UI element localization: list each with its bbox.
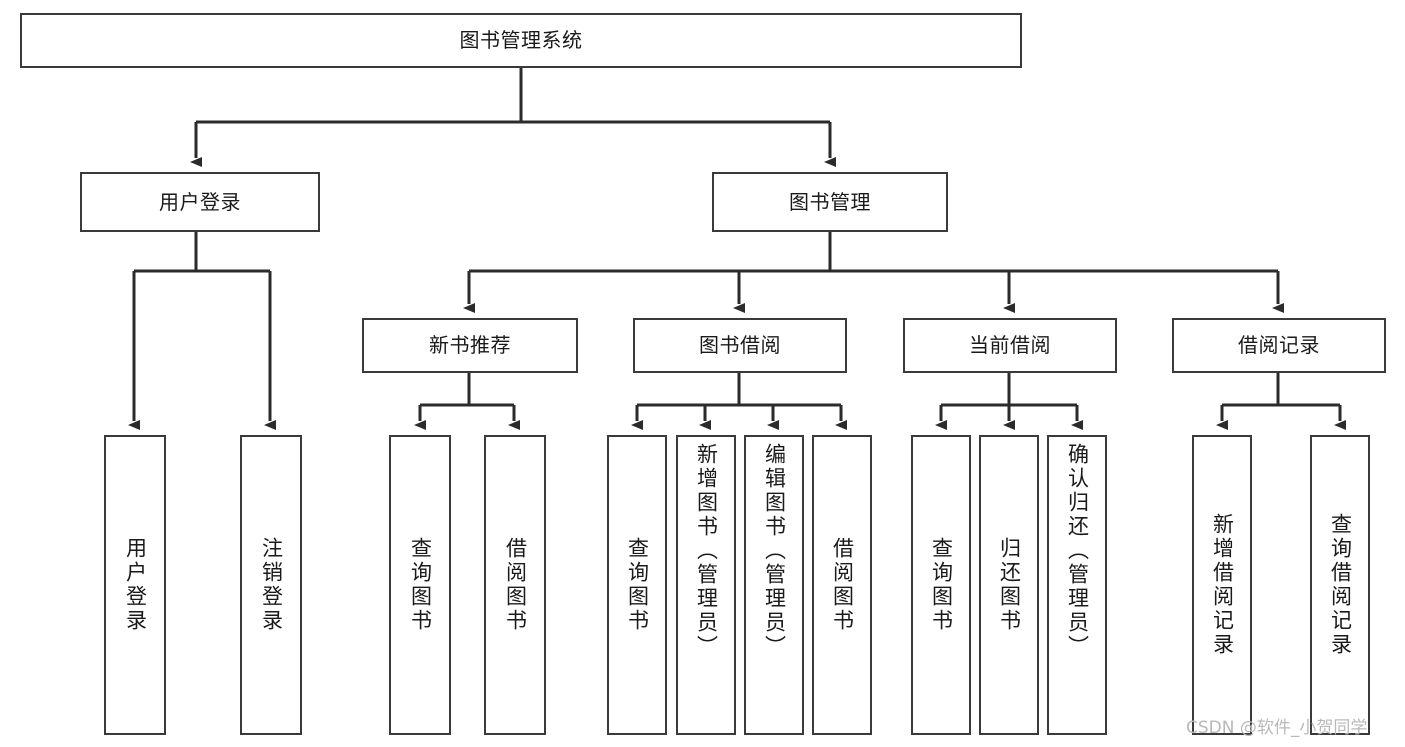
node-leaf-query-book-2[interactable]: 查询图书 bbox=[607, 435, 667, 735]
node-leaf-add-record-label: 新增借阅记录 bbox=[1210, 513, 1235, 657]
node-leaf-borrow-book-1[interactable]: 借阅图书 bbox=[484, 435, 546, 735]
node-book-manage-label: 图书管理 bbox=[789, 189, 871, 214]
node-borrow-record-label: 借阅记录 bbox=[1238, 333, 1320, 357]
node-root[interactable]: 图书管理系统 bbox=[20, 13, 1022, 68]
node-root-label: 图书管理系统 bbox=[459, 28, 583, 52]
node-user-login[interactable]: 用户登录 bbox=[80, 172, 320, 232]
node-book-manage[interactable]: 图书管理 bbox=[712, 172, 948, 232]
node-leaf-borrow-book-2[interactable]: 借阅图书 bbox=[812, 435, 872, 735]
node-book-borrow[interactable]: 图书借阅 bbox=[633, 318, 847, 373]
node-leaf-edit-book[interactable]: 编辑图书（管理员） bbox=[744, 435, 804, 735]
node-leaf-user-login-label: 用户登录 bbox=[123, 537, 148, 633]
node-leaf-add-book-label: 新增图书（管理员） bbox=[694, 443, 719, 659]
node-leaf-query-book-1[interactable]: 查询图书 bbox=[389, 435, 451, 735]
node-leaf-confirm-return[interactable]: 确认归还（管理员） bbox=[1047, 435, 1107, 735]
node-leaf-query-book-3-label: 查询图书 bbox=[929, 537, 954, 633]
node-leaf-query-record[interactable]: 查询借阅记录 bbox=[1310, 435, 1370, 735]
node-leaf-user-login[interactable]: 用户登录 bbox=[104, 435, 166, 735]
node-leaf-add-record[interactable]: 新增借阅记录 bbox=[1192, 435, 1252, 735]
node-leaf-query-book-1-label: 查询图书 bbox=[408, 537, 433, 633]
node-leaf-confirm-return-label: 确认归还（管理员） bbox=[1065, 443, 1090, 659]
node-current-borrow[interactable]: 当前借阅 bbox=[903, 318, 1117, 373]
node-leaf-query-book-2-label: 查询图书 bbox=[625, 537, 650, 633]
node-leaf-add-book[interactable]: 新增图书（管理员） bbox=[676, 435, 736, 735]
node-leaf-return-book-label: 归还图书 bbox=[997, 537, 1022, 633]
node-leaf-query-book-3[interactable]: 查询图书 bbox=[911, 435, 971, 735]
node-borrow-record[interactable]: 借阅记录 bbox=[1172, 318, 1386, 373]
node-new-book-recommend[interactable]: 新书推荐 bbox=[362, 318, 578, 373]
node-leaf-edit-book-label: 编辑图书（管理员） bbox=[762, 443, 787, 659]
node-user-login-label: 用户登录 bbox=[159, 189, 241, 214]
node-leaf-borrow-book-2-label: 借阅图书 bbox=[830, 537, 855, 633]
node-leaf-query-record-label: 查询借阅记录 bbox=[1328, 513, 1353, 657]
node-current-borrow-label: 当前借阅 bbox=[969, 333, 1051, 357]
node-leaf-return-book[interactable]: 归还图书 bbox=[979, 435, 1039, 735]
node-new-book-recommend-label: 新书推荐 bbox=[429, 333, 511, 357]
node-leaf-borrow-book-1-label: 借阅图书 bbox=[503, 537, 528, 633]
watermark-text: CSDN @软件_小贺同学 bbox=[1186, 718, 1368, 738]
node-leaf-user-logout[interactable]: 注销登录 bbox=[240, 435, 302, 735]
node-leaf-user-logout-label: 注销登录 bbox=[259, 537, 284, 633]
node-book-borrow-label: 图书借阅 bbox=[699, 333, 781, 357]
